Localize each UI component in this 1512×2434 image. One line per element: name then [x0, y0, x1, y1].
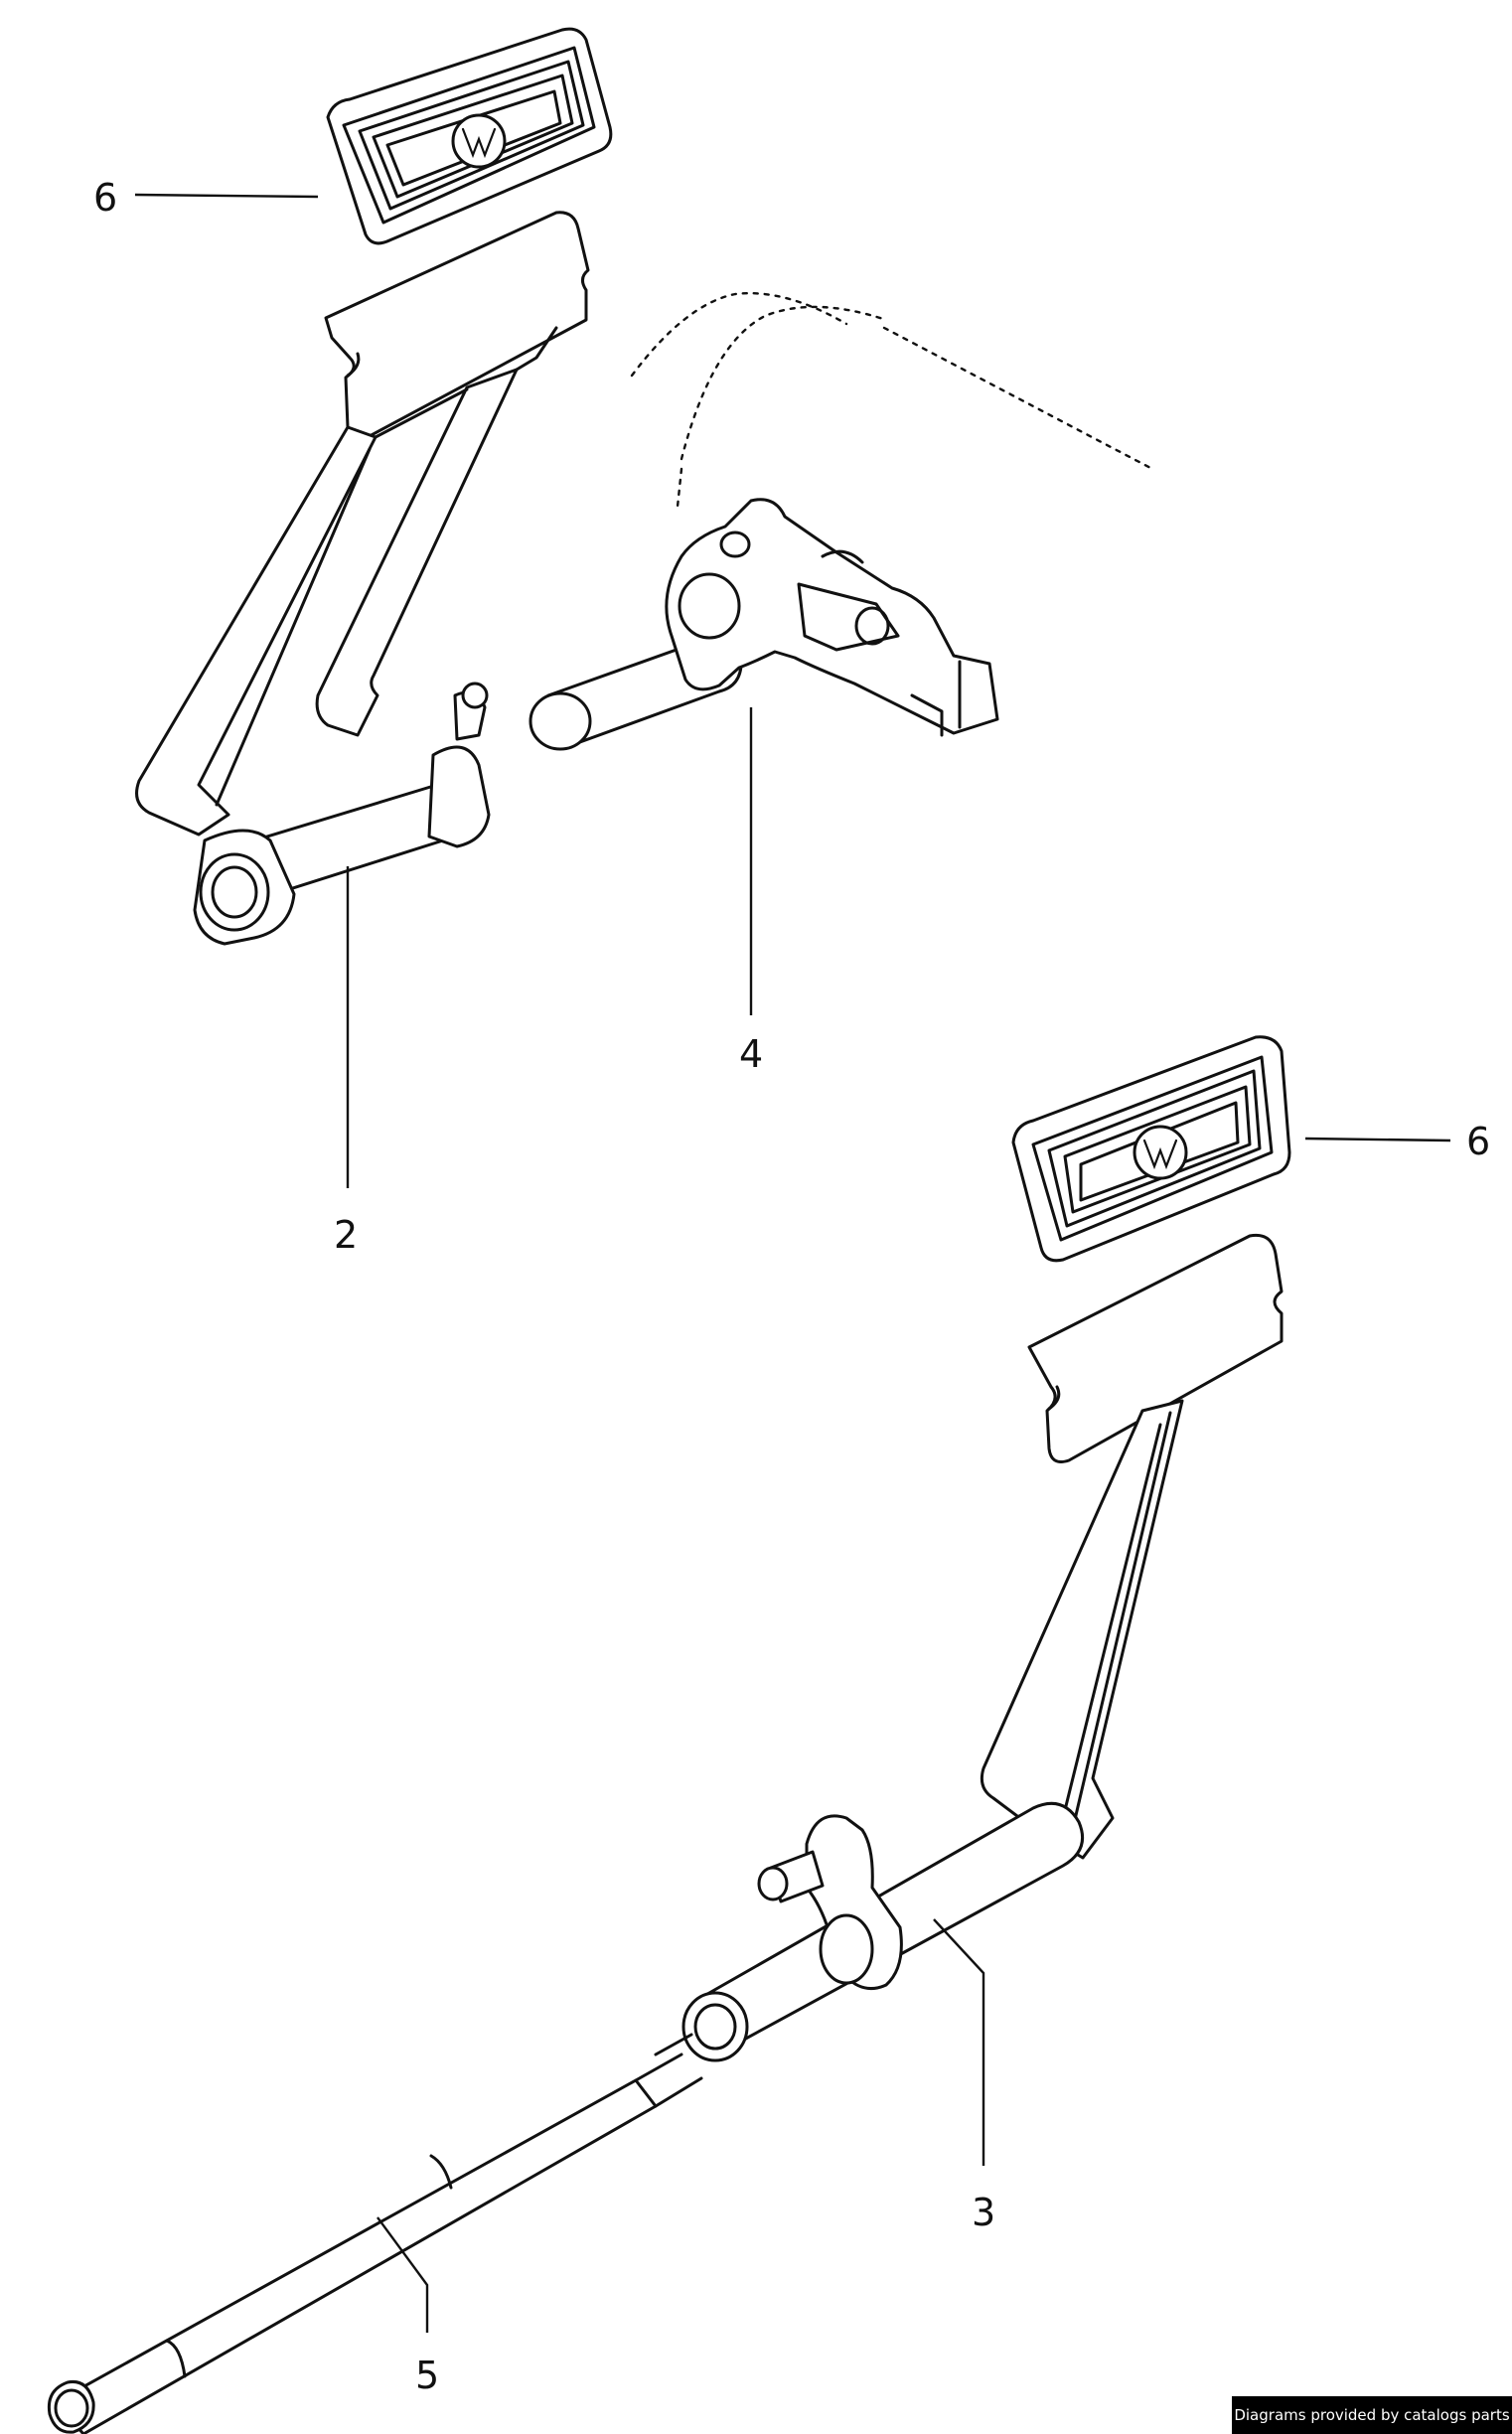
callout-4: 4	[739, 1032, 763, 1076]
callout-2: 2	[334, 1213, 358, 1257]
callout-3: 3	[972, 2191, 995, 2234]
pedal-cluster-bracket	[529, 292, 1154, 751]
callout-6-top: 6	[93, 176, 117, 220]
callout-6-right: 6	[1466, 1120, 1490, 1163]
pedal-pad-top	[326, 27, 613, 245]
vw-logo-icon	[1133, 1125, 1188, 1180]
vw-logo-icon	[451, 113, 507, 169]
clutch-pedal	[135, 211, 590, 946]
callout-5: 5	[415, 2354, 439, 2397]
credit-badge: Diagrams provided by catalogs parts	[1232, 2396, 1512, 2434]
shaft	[47, 2033, 703, 2434]
leader-lines	[134, 193, 1451, 2333]
pedal-pad-right	[1011, 1035, 1291, 1263]
brake-pedal	[681, 1233, 1284, 2062]
